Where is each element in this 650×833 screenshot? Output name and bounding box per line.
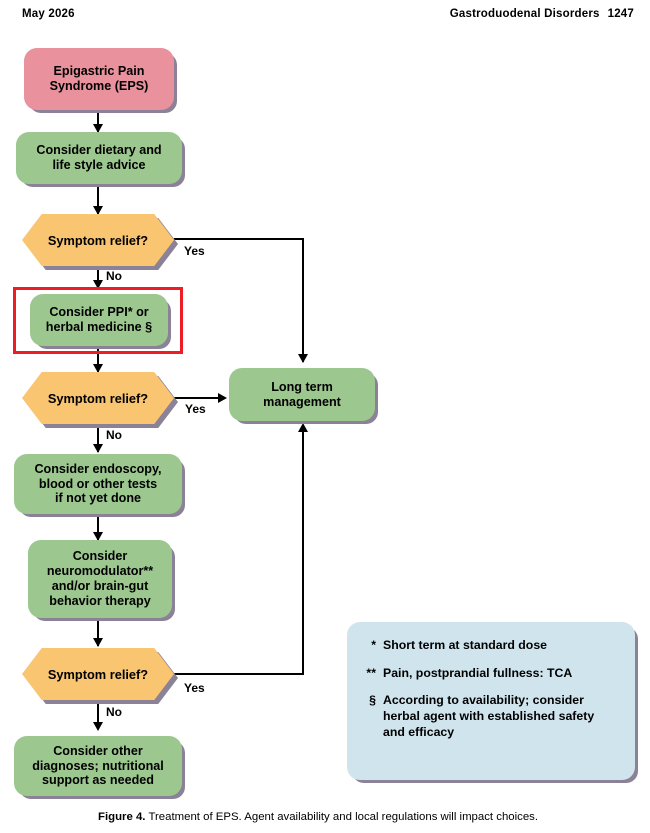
figure-caption: Figure 4. Treatment of EPS. Agent availa…: [98, 810, 638, 825]
node-label-line: if not yet done: [54, 491, 142, 506]
page-number: 1247: [607, 8, 634, 20]
node-label-line: herbal medicine §: [45, 320, 153, 334]
node-label-line: Consider dietary and: [36, 143, 162, 158]
node-label-line: management: [263, 394, 341, 409]
figure-caption-label: Figure 4.: [98, 811, 146, 823]
connector-relief2-yes: [174, 397, 222, 399]
node-symptom-relief-2-body: Symptom relief?: [22, 372, 174, 424]
connector-endoscopy-to-neuromodulator: [97, 514, 99, 540]
node-label-line: blood or other tests: [38, 476, 158, 491]
legend-text-line: and efficacy: [383, 724, 455, 739]
node-label-line: life style advice: [52, 158, 146, 172]
edge-label-yes-3: Yes: [184, 681, 205, 695]
legend-text: According to availability; consider herb…: [383, 693, 621, 740]
highlight-frame-ppi: [13, 287, 183, 354]
connector-relief1-no: [97, 266, 99, 288]
legend-marker: *: [371, 638, 376, 652]
arrowhead-icon: [93, 722, 103, 731]
legend-text: Pain, postprandial fullness: TCA: [383, 666, 621, 682]
edge-label-yes-2: Yes: [185, 402, 206, 416]
edge-label-no-1: No: [106, 269, 122, 283]
arrowhead-icon: [93, 532, 103, 541]
node-symptom-relief-1: Symptom relief?: [22, 214, 178, 270]
node-symptom-relief-3-body: Symptom relief?: [22, 648, 174, 700]
node-consider-endoscopy: Consider endoscopy, blood or other tests…: [14, 454, 182, 514]
connector-relief2-no: [97, 424, 99, 452]
edge-label-no-2: No: [106, 428, 122, 442]
node-consider-ppi-or-herbal: Consider PPI* or herbal medicine §: [30, 294, 168, 346]
arrowhead-icon: [93, 280, 103, 289]
node-symptom-relief-3: Symptom relief?: [22, 648, 178, 704]
node-label-line: and/or brain-gut: [51, 579, 149, 593]
legend-item: ** Pain, postprandial fullness: TCA: [357, 666, 621, 682]
node-label-line: diagnoses; nutritional: [32, 758, 164, 773]
figure-caption-text: Treatment of EPS. Agent availability and…: [148, 811, 539, 823]
node-label-line: Consider other: [53, 743, 143, 758]
arrowhead-icon: [93, 364, 103, 373]
legend-item: * Short term at standard dose: [357, 638, 621, 654]
legend-marker: **: [366, 665, 376, 680]
arrowhead-icon: [93, 638, 103, 647]
node-label-line: Syndrome (EPS): [49, 79, 149, 93]
arrowhead-icon: [93, 444, 103, 453]
legend-item: § According to availability; consider he…: [357, 693, 621, 740]
running-head: May 2026 Gastroduodenal Disorders 1247: [0, 8, 650, 26]
connector-eps-to-diet: [97, 110, 99, 132]
node-dietary-lifestyle-advice: Consider dietary and life style advice: [16, 132, 182, 184]
connector-neuromodulator-to-relief3: [97, 618, 99, 646]
arrowhead-icon: [93, 206, 103, 215]
legend-text: Short term at standard dose: [383, 638, 621, 654]
running-head-left: May 2026: [22, 8, 75, 20]
arrowhead-icon: [298, 423, 308, 432]
node-label-line: Consider PPI* or: [49, 305, 149, 320]
node-long-term-management: Long term management: [229, 368, 375, 421]
legend-text-line: Pain, postprandial fullness: TCA: [383, 665, 573, 680]
node-label-line: Consider: [72, 549, 128, 564]
connector-relief3-no: [97, 700, 99, 728]
legend-box: * Short term at standard dose ** Pain, p…: [347, 622, 635, 780]
node-label-line: neuromodulator**: [46, 564, 154, 579]
arrowhead-icon: [298, 354, 308, 363]
node-epigastric-pain-syndrome: Epigastric Pain Syndrome (EPS): [24, 48, 174, 110]
legend-marker: §: [369, 693, 376, 708]
edge-label-yes-1: Yes: [184, 244, 205, 258]
connector-ppi-to-relief2: [97, 346, 99, 372]
node-symptom-relief-1-body: Symptom relief?: [22, 214, 174, 266]
running-head-title: Gastroduodenal Disorders: [449, 8, 600, 20]
connector-relief3-yes-horizontal: [174, 673, 304, 675]
node-consider-neuromodulator: Consider neuromodulator** and/or brain-g…: [28, 540, 172, 618]
connector-relief1-yes-vertical: [302, 238, 304, 362]
edge-label-no-3: No: [106, 705, 122, 719]
running-head-right: Gastroduodenal Disorders 1247: [450, 8, 634, 20]
node-consider-other-diagnoses: Consider other diagnoses; nutritional su…: [14, 736, 182, 796]
connector-diet-to-relief1: [97, 184, 99, 214]
node-label-line: behavior therapy: [49, 593, 151, 608]
arrowhead-icon: [93, 124, 103, 133]
arrowhead-icon: [218, 393, 227, 403]
node-label-line: Epigastric Pain: [53, 64, 145, 79]
legend-text-line: According to availability; consider: [383, 693, 584, 708]
legend-text-line: Short term at standard dose: [383, 638, 547, 652]
node-label-line: support as needed: [42, 773, 154, 788]
node-label-line: Long term: [271, 379, 333, 394]
node-label-line: Consider endoscopy,: [34, 461, 162, 476]
connector-relief1-yes-horizontal: [174, 238, 304, 240]
node-symptom-relief-2: Symptom relief?: [22, 372, 178, 428]
connector-relief3-yes-vertical: [302, 430, 304, 675]
legend-text-line: herbal agent with established safety: [383, 709, 595, 724]
